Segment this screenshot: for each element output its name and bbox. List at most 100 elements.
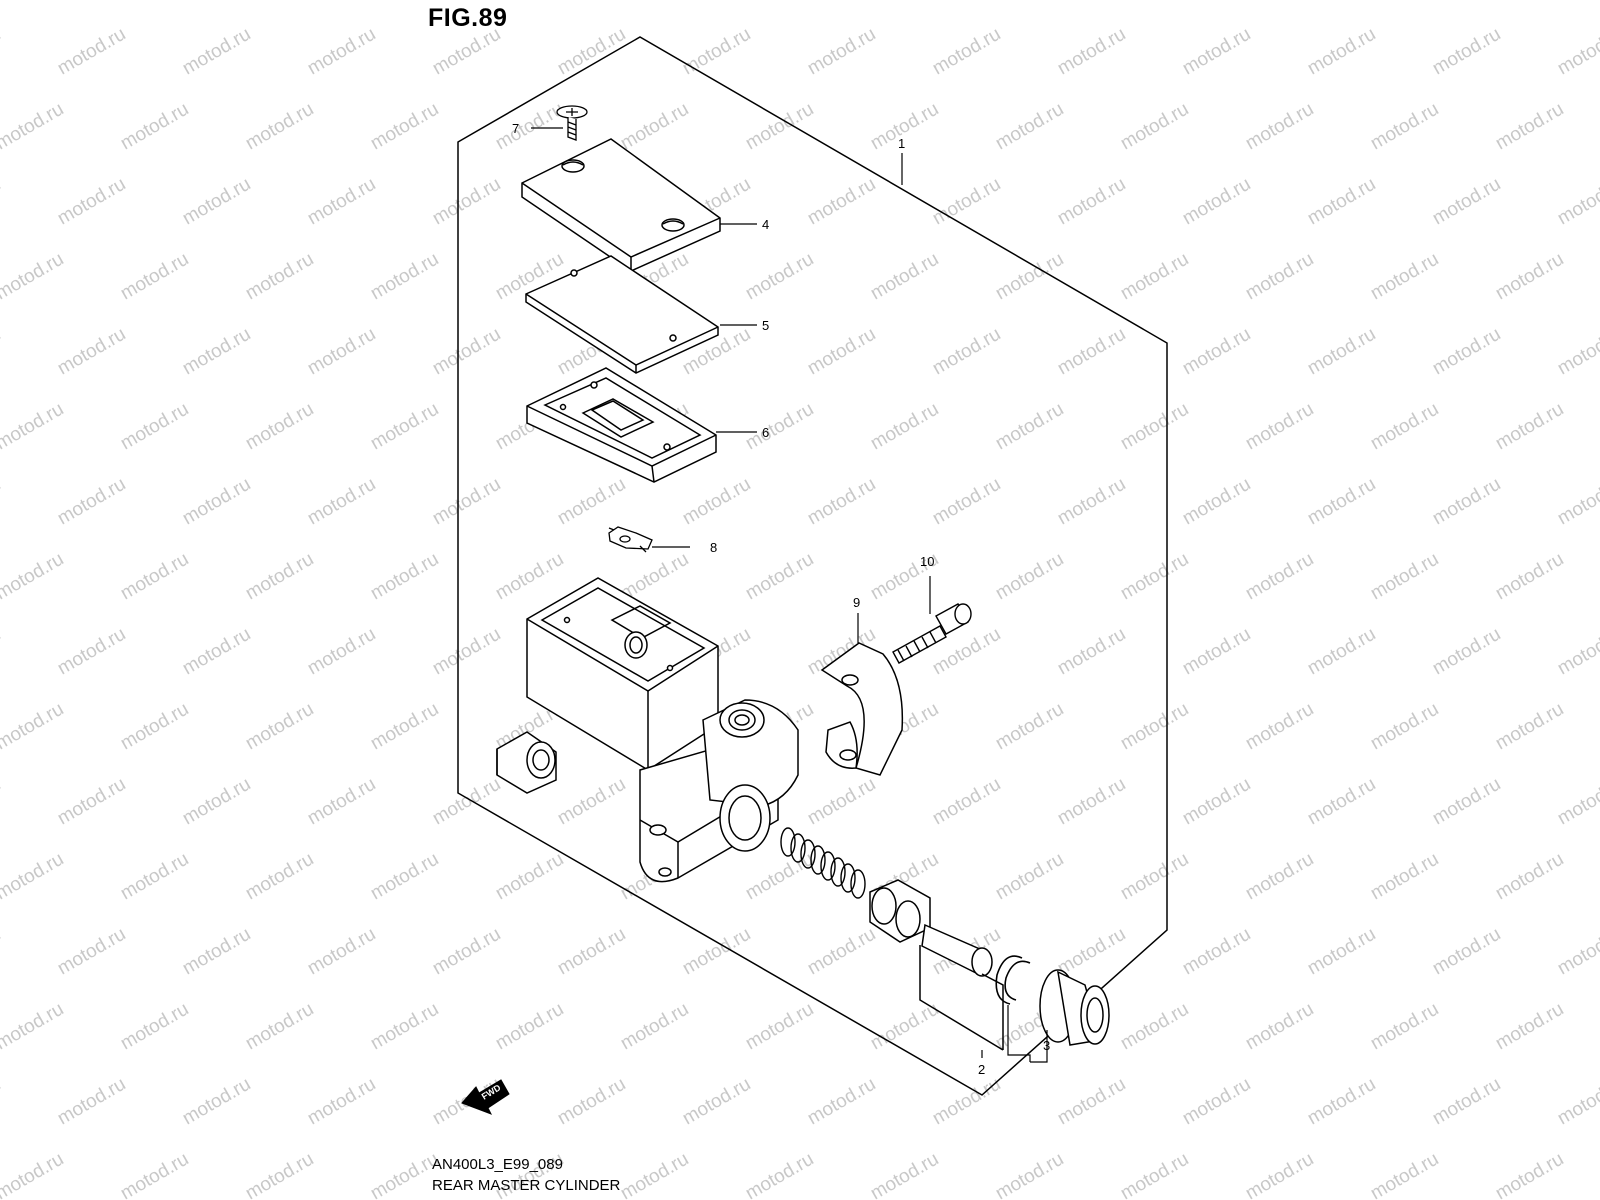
watermark-text: motod.ru — [1429, 24, 1504, 80]
watermark-text: motod.ru — [1242, 399, 1317, 455]
watermark-text: motod.ru — [1179, 174, 1254, 230]
watermark-text: motod.ru — [929, 24, 1004, 80]
watermark-text: motod.ru — [617, 0, 692, 4]
watermark-text: motod.ru — [992, 1149, 1067, 1200]
watermark-text: motod.ru — [0, 999, 67, 1055]
watermark-text: motod.ru — [1429, 1074, 1504, 1130]
watermark-text: motod.ru — [117, 699, 192, 755]
watermark-text: motod.ru — [0, 774, 4, 830]
watermark-text: motod.ru — [1179, 324, 1254, 380]
watermark-text: motod.ru — [992, 849, 1067, 905]
watermark-text: motod.ru — [992, 549, 1067, 605]
master-cylinder-body — [496, 577, 799, 883]
watermark-text: motod.ru — [804, 1074, 879, 1130]
watermark-text: motod.ru — [429, 624, 504, 680]
callout-4: 4 — [762, 217, 769, 232]
watermark-text: motod.ru — [742, 0, 817, 4]
watermark-text: motod.ru — [992, 99, 1067, 155]
watermark-text: motod.ru — [1304, 924, 1379, 980]
watermark-text: motod.ru — [1242, 99, 1317, 155]
watermark-text: motod.ru — [1492, 1149, 1567, 1200]
watermark-text: motod.ru — [617, 999, 692, 1055]
watermark-text: motod.ru — [1054, 624, 1129, 680]
watermark-text: motod.ru — [367, 999, 442, 1055]
watermark-text: motod.ru — [1179, 474, 1254, 530]
watermark-text: motod.ru — [1242, 1149, 1317, 1200]
watermark-text: motod.ru — [0, 99, 67, 155]
watermark-text: motod.ru — [492, 99, 567, 155]
watermark-text: motod.ru — [304, 324, 379, 380]
watermark-text: motod.ru — [367, 99, 442, 155]
watermark-text: motod.ru — [117, 249, 192, 305]
watermark-text: motod.ru — [0, 0, 67, 4]
part-10-bolt — [892, 603, 972, 664]
watermark-text: motod.ru — [1429, 624, 1504, 680]
watermark-text: motod.ru — [1304, 624, 1379, 680]
watermark-text: motod.ru — [492, 549, 567, 605]
watermark-text: motod.ru — [1117, 99, 1192, 155]
watermark-text: motod.ru — [1367, 249, 1442, 305]
watermark-text: motod.ru — [117, 999, 192, 1055]
part-8-retainer — [608, 526, 653, 553]
watermark-text: motod.ru — [1117, 249, 1192, 305]
watermark-text: motod.ru — [0, 549, 67, 605]
watermark-text: motod.ru — [1492, 999, 1567, 1055]
watermark-text: motod.ru — [1554, 774, 1600, 830]
watermark-text: motod.ru — [0, 699, 67, 755]
watermark-text: motod.ru — [1554, 1074, 1600, 1130]
watermark-text: motod.ru — [554, 1074, 629, 1130]
watermark-text: motod.ru — [742, 549, 817, 605]
watermark-text: motod.ru — [0, 924, 4, 980]
watermark-text: motod.ru — [179, 924, 254, 980]
watermark-text: motod.ru — [1492, 399, 1567, 455]
watermark-text: motod.ru — [679, 474, 754, 530]
watermark-text: motod.ru — [117, 399, 192, 455]
watermark-text: motod.ru — [1242, 549, 1317, 605]
callout-7: 7 — [512, 121, 519, 136]
watermark-text: motod.ru — [554, 474, 629, 530]
watermark-text: motod.ru — [304, 774, 379, 830]
watermark-text: motod.ru — [1054, 174, 1129, 230]
watermark-text: motod.ru — [1492, 249, 1567, 305]
part-9-clamp — [820, 642, 904, 776]
watermark-text: motod.ru — [1179, 24, 1254, 80]
watermark-text: motod.ru — [1429, 924, 1504, 980]
watermark-text: motod.ru — [992, 699, 1067, 755]
watermark-text: motod.ru — [804, 774, 879, 830]
watermark-text: motod.ru — [1492, 849, 1567, 905]
watermark-text: motod.ru — [0, 624, 4, 680]
watermark-text: motod.ru — [867, 399, 942, 455]
watermark-text: motod.ru — [304, 1074, 379, 1130]
figure-title: FIG.89 — [428, 4, 508, 32]
watermark-text: motod.ru — [0, 849, 67, 905]
watermark-text: motod.ru — [804, 324, 879, 380]
watermark-text: motod.ru — [1117, 399, 1192, 455]
watermark-text: motod.ru — [1367, 849, 1442, 905]
watermark-text: motod.ru — [929, 1074, 1004, 1130]
watermark-text: motod.ru — [0, 174, 4, 230]
watermark-text: motod.ru — [304, 924, 379, 980]
watermark-text: motod.ru — [0, 324, 4, 380]
leader-lines — [531, 127, 1048, 1063]
watermark-text: motod.ru — [1304, 174, 1379, 230]
watermark-text: motod.ru — [679, 1074, 754, 1130]
watermark-text: motod.ru — [1304, 474, 1379, 530]
watermark-text: motod.ru — [1429, 474, 1504, 530]
watermark-text: motod.ru — [117, 549, 192, 605]
watermark-text: motod.ru — [367, 399, 442, 455]
watermark-text: motod.ru — [742, 1149, 817, 1200]
watermark-text: motod.ru — [1054, 1074, 1129, 1130]
part-3-boot — [1039, 969, 1110, 1046]
watermark-text: motod.ru — [242, 399, 317, 455]
watermark-text: motod.ru — [0, 399, 67, 455]
watermark-text: motod.ru — [742, 999, 817, 1055]
callout-labels: 1 2 3 4 5 6 7 8 9 10 — [512, 121, 1050, 1077]
watermark-text: motod.ru — [1367, 399, 1442, 455]
callout-10: 10 — [920, 554, 934, 569]
watermark-text: motod.ru — [1242, 999, 1317, 1055]
watermark-text: motod.ru — [804, 924, 879, 980]
watermark-text: motod.ru — [1242, 849, 1317, 905]
callout-8: 8 — [710, 540, 717, 555]
